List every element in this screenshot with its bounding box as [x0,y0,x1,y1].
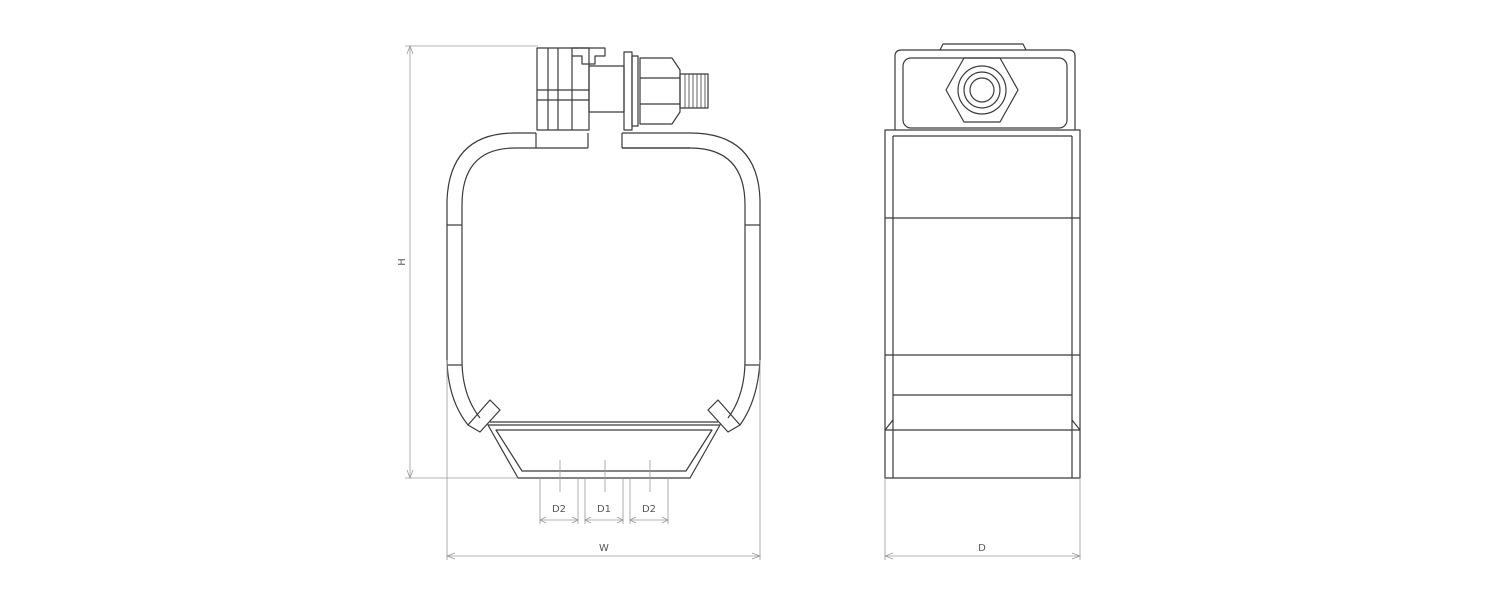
hex-nut [639,57,681,125]
d-arrow-right [1071,552,1082,560]
side-view-dimensions [883,478,1082,560]
washer-plate-2 [631,55,639,127]
clamp-block [536,47,590,131]
side-cradle-right [1071,419,1081,478]
side-nut-ring-mid [963,71,1001,109]
d2-right-label: D2 [642,504,656,515]
d1-arrows [584,516,624,524]
cradle-outer [487,424,721,479]
stud-threads [684,74,706,108]
saddle-end-left [467,399,501,433]
width-label: W [599,543,609,554]
washer-plate-1 [623,51,633,131]
side-band-body [884,129,1081,479]
d-arrow-left [883,552,894,560]
cradle-inner [495,429,713,472]
clamp-hook [572,47,606,65]
d2-left-arrows [539,516,579,524]
depth-label: D [978,543,986,554]
height-label: H [397,258,408,266]
h-arrow-top [406,44,414,55]
side-top-plate [902,57,1068,129]
side-view [884,43,1081,479]
threaded-stud [679,73,709,109]
w-arrow-right [751,552,762,560]
hanger-band-inner [461,147,746,419]
w-arrow-left [445,552,456,560]
h-arrow-bottom [406,469,414,480]
d1-label: D1 [597,504,611,515]
hanger-band-outer [446,132,761,426]
side-nut-ring-outer [957,65,1007,115]
front-view [446,47,761,479]
side-cradle-left [884,419,894,478]
side-top-tab [939,43,1027,51]
side-hex-nut [945,57,1019,123]
side-nut-ring-inner [969,77,995,103]
front-view-dimensions [405,44,762,560]
saddle-end-right [707,399,741,433]
side-top-bracket [894,49,1076,130]
d2-right-arrows [629,516,669,524]
d2-left-label: D2 [552,504,566,515]
bolt-shank [588,65,625,113]
